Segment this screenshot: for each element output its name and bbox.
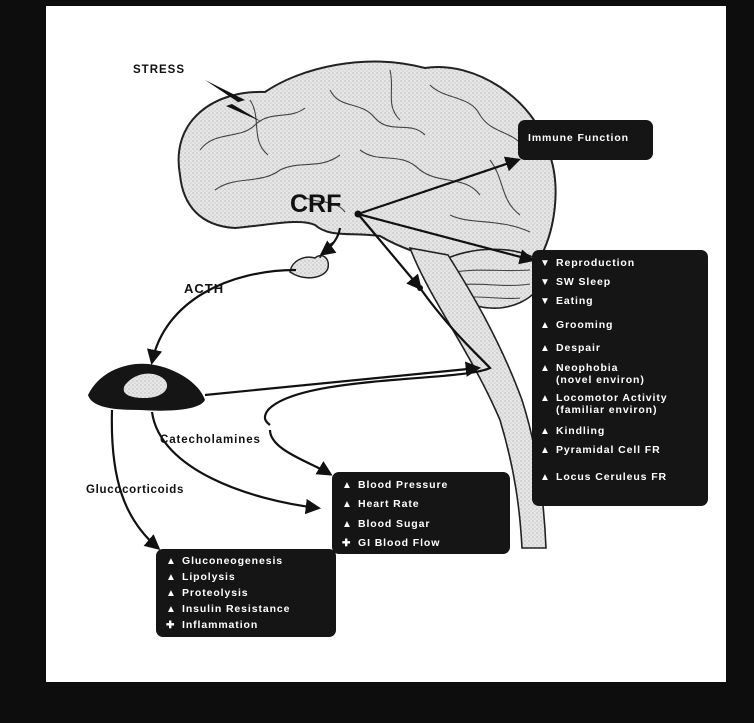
effect-item: ✚Inflammation	[166, 619, 326, 635]
glucocorticoids-label: Glucocorticoids	[86, 484, 184, 496]
effect-item: ▼SW Sleep	[540, 276, 700, 295]
immune-function-label: Immune Function	[528, 132, 643, 144]
effect-item: ▲Grooming	[540, 319, 700, 342]
adrenal-gland	[88, 364, 205, 411]
effect-item: ▲Heart Rate	[342, 498, 500, 518]
crf-label: CRF	[290, 190, 341, 219]
effect-item: ▲Kindling	[540, 425, 700, 444]
brain-effects-box: ▼Reproduction ▼SW Sleep ▼Eating ▲Groomin…	[532, 250, 708, 506]
effect-item: ▲Neophobia(novel environ)	[540, 362, 700, 392]
effect-item: ▼Reproduction	[540, 257, 700, 276]
effect-item: ▲Pyramidal Cell FR	[540, 444, 700, 471]
effect-item: ✚GI Blood Flow	[342, 537, 500, 555]
metabolic-box: ▲Gluconeogenesis ▲Lipolysis ▲Proteolysis…	[156, 549, 336, 637]
locus-ceruleus-node	[417, 285, 423, 291]
effect-item: ▲Blood Sugar	[342, 518, 500, 537]
effect-item: ▲Lipolysis	[166, 571, 326, 587]
effect-item: ▲Despair	[540, 342, 700, 362]
glucocorticoid-arrow	[112, 410, 158, 548]
effect-item: ▲Proteolysis	[166, 587, 326, 603]
effect-item: ▲Gluconeogenesis	[166, 555, 326, 571]
effect-item: ▲Locomotor Activity(familiar environ)	[540, 392, 700, 425]
effect-item: ▲Blood Pressure	[342, 479, 500, 498]
adrenal-to-spine-arrow	[205, 368, 478, 395]
catecholamines-label: Catecholamines	[160, 434, 261, 446]
catecholamine-to-cardio-arrow	[270, 430, 330, 474]
crf-node	[355, 211, 362, 218]
effect-item: ▼Eating	[540, 295, 700, 319]
immune-function-box: Immune Function	[518, 120, 653, 160]
effect-item: ▲Locus Ceruleus FR	[540, 471, 700, 490]
acth-label: ACTH	[184, 281, 224, 296]
effect-item: ▲Insulin Resistance	[166, 603, 326, 619]
stress-label: STRESS	[133, 64, 185, 76]
cardiovascular-box: ▲Blood Pressure ▲Heart Rate ▲Blood Sugar…	[332, 472, 510, 554]
